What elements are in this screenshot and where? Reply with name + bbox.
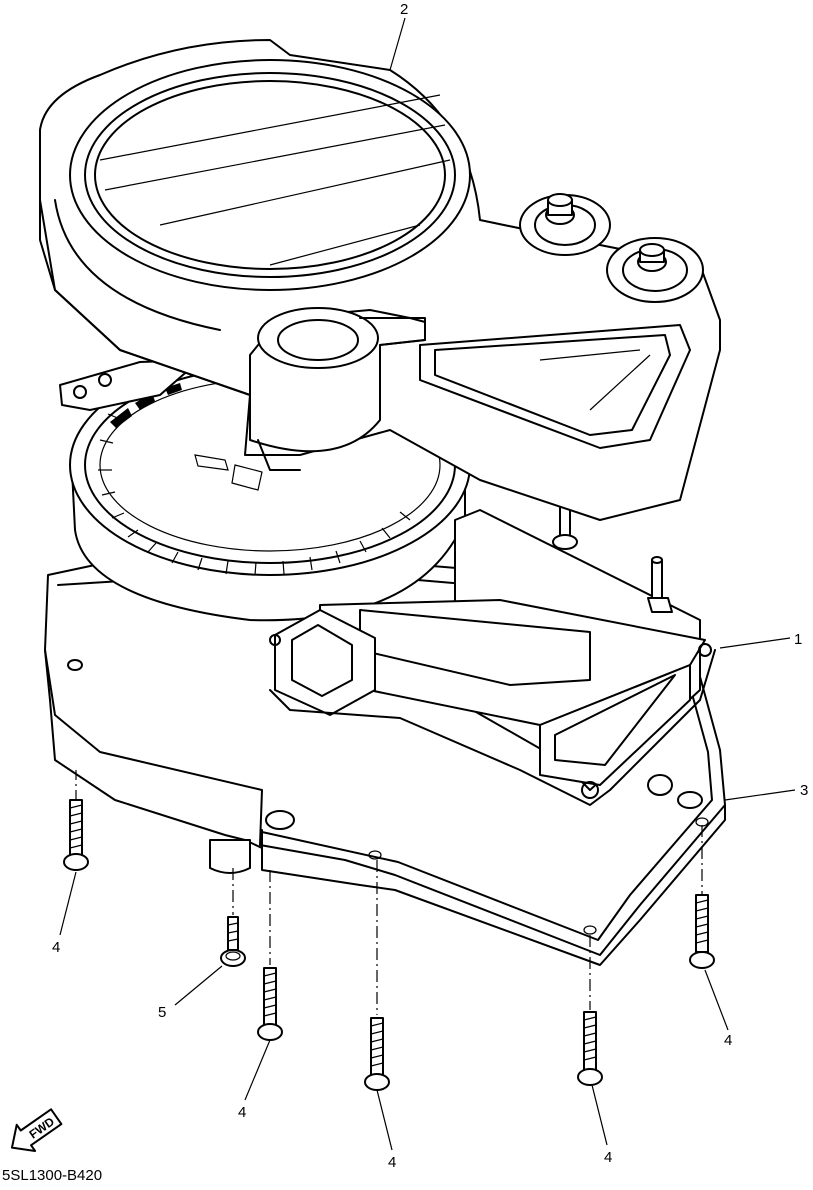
callout-4-center: 4: [388, 1154, 396, 1171]
screw-bottom-left: [63, 770, 89, 871]
callout-3: 3: [800, 782, 808, 799]
upper-cover-part-2: [39, 39, 721, 521]
callout-2: 2: [400, 1, 408, 18]
fwd-arrow-icon: FWD: [10, 1108, 63, 1152]
callout-4-left: 4: [52, 939, 60, 956]
screw-bottom-center: [364, 860, 390, 1091]
diagram-code: 5SL1300-B420: [2, 1167, 102, 1184]
leader-lines: [59, 17, 796, 1151]
callout-5: 5: [158, 1004, 166, 1021]
callout-4-center-left: 4: [238, 1104, 246, 1121]
callout-4-far-right: 4: [724, 1032, 732, 1049]
callout-4-right: 4: [604, 1149, 612, 1166]
callout-1: 1: [794, 631, 802, 648]
screw-bottom-right: [577, 935, 603, 1086]
screw-bottom-center-left: [257, 870, 283, 1041]
screw-far-right: [689, 825, 715, 969]
meter-assembly-part-1: [59, 354, 716, 806]
screw-part-5: [209, 839, 251, 967]
